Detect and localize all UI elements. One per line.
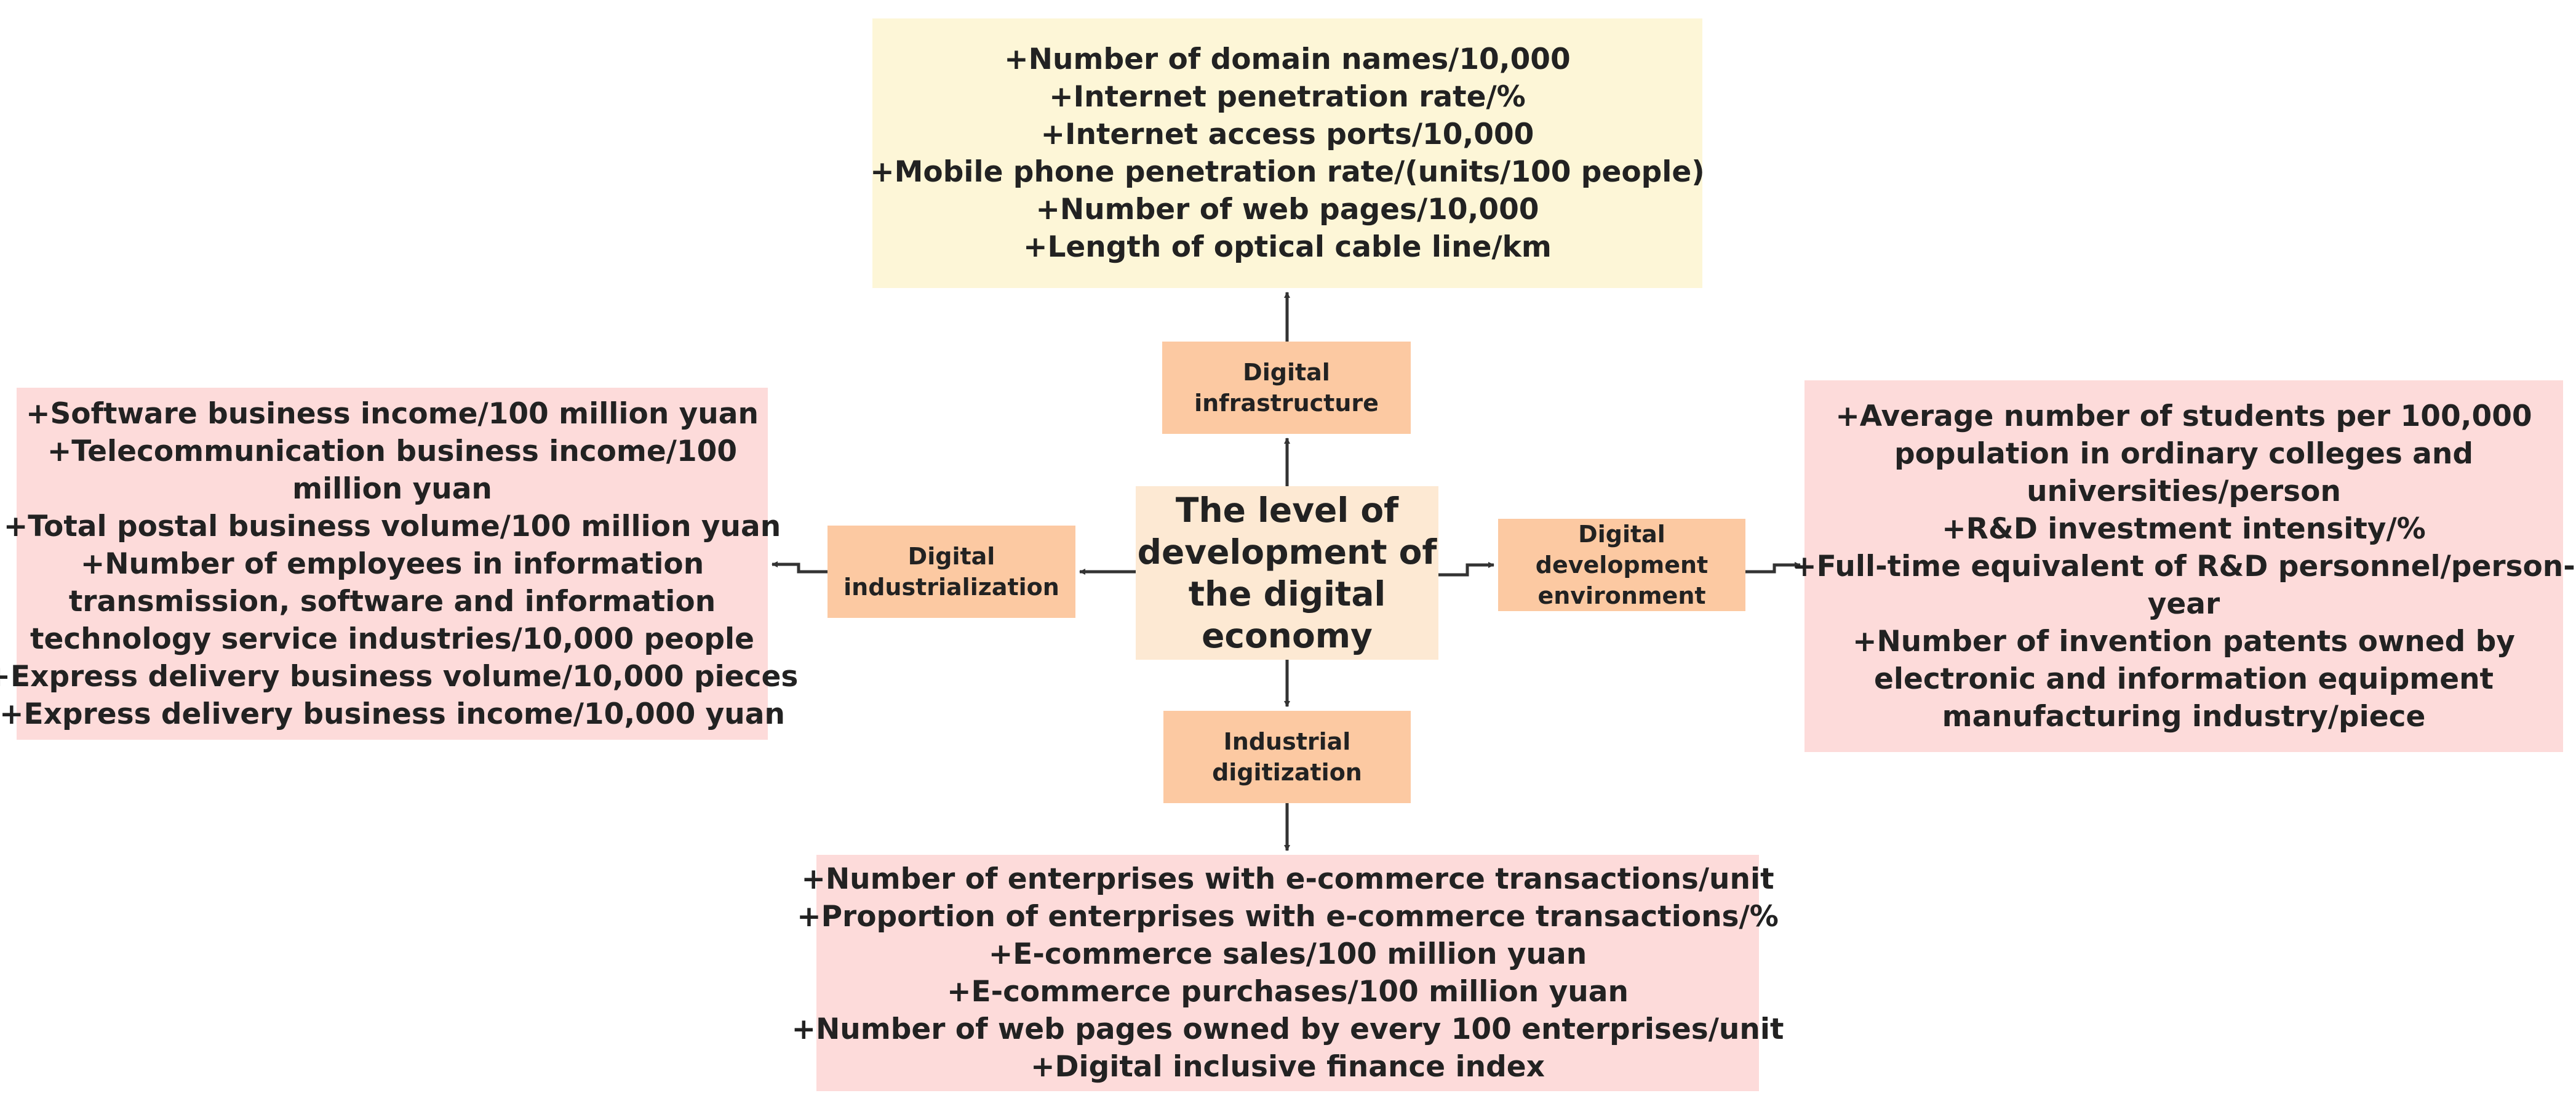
dimension-label-line: Industrial	[1223, 728, 1351, 755]
indicator-line: +Full-time equivalent of R&D personnel/p…	[1792, 549, 2575, 583]
indicator-line: +Internet penetration rate/%	[1049, 80, 1526, 114]
indicator-line: +Internet access ports/10,000	[1040, 118, 1534, 151]
indicator-line: million yuan	[292, 471, 492, 506]
indicator-line: universities/person	[2027, 474, 2341, 508]
dimension-label-line: industrialization	[843, 574, 1059, 601]
center-label-line: economy	[1202, 616, 1373, 655]
indicator-line: +Number of enterprises with e-commerce t…	[801, 862, 1774, 896]
indicator-line: manufacturing industry/piece	[1942, 699, 2426, 734]
indicator-line: +Total postal business volume/100 millio…	[3, 509, 781, 543]
arrow-center-to-environment	[1438, 562, 1494, 577]
center-label-line: The level of	[1175, 490, 1399, 530]
infrastructure-indicators-box: +Number of domain names/10,000 +Internet…	[870, 18, 1705, 288]
center-label-line: development of	[1137, 532, 1437, 572]
dimension-label-line: infrastructure	[1194, 390, 1379, 417]
indicator-line: +Telecommunication business income/100	[47, 434, 738, 468]
indicator-line: population in ordinary colleges and	[1894, 436, 2473, 471]
indicator-line: +Number of invention patents owned by	[1852, 624, 2515, 659]
indicator-line: +E-commerce sales/100 million yuan	[988, 937, 1587, 971]
industrialization-indicators-box: +Software business income/100 million yu…	[0, 388, 798, 740]
dimension-label-line: Digital	[1243, 359, 1330, 386]
dimension-label-line: development	[1535, 551, 1709, 579]
indicator-line: transmission, software and information	[68, 584, 716, 619]
digital-economy-level-node: The level of development of the digital …	[1136, 486, 1438, 660]
indicator-line: electronic and information equipment	[1873, 662, 2494, 696]
indicator-line: +Number of web pages/10,000	[1035, 193, 1539, 226]
indicator-line: +Software business income/100 million yu…	[26, 396, 759, 431]
environment-indicators-box: +Average number of students per 100,000 …	[1792, 380, 2575, 752]
dimension-label-line: Digital	[1578, 521, 1665, 548]
indicator-line: technology service industries/10,000 peo…	[30, 622, 754, 656]
dimension-label-line: environment	[1537, 582, 1706, 609]
digital-industrialization-node: Digital industrialization	[827, 526, 1075, 618]
indicator-line: year	[2147, 587, 2220, 621]
indicator-line: +E-commerce purchases/100 million yuan	[947, 975, 1629, 1009]
digitization-indicators-box: +Number of enterprises with e-commerce t…	[792, 855, 1784, 1091]
center-label-line: the digital	[1188, 574, 1386, 614]
indicator-line: +Express delivery business volume/10,000…	[0, 659, 799, 694]
indicator-line: +Average number of students per 100,000	[1835, 399, 2532, 433]
arrow-environment-to-indicators	[1745, 562, 1801, 574]
industrial-digitization-node: Industrial digitization	[1163, 711, 1411, 803]
indicator-line: +Mobile phone penetration rate/(units/10…	[870, 155, 1705, 189]
indicator-line: +R&D investment intensity/%	[1942, 511, 2426, 546]
dimension-label-line: Digital	[907, 543, 995, 570]
digital-development-environment-node: Digital development environment	[1498, 519, 1745, 611]
digital-infrastructure-node: Digital infrastructure	[1162, 342, 1411, 434]
indicator-line: +Length of optical cable line/km	[1023, 230, 1552, 264]
indicator-line: +Number of employees in information	[80, 546, 704, 581]
indicator-line: +Proportion of enterprises with e-commer…	[797, 900, 1779, 934]
indicator-line: +Number of web pages owned by every 100 …	[791, 1012, 1784, 1046]
indicator-line: +Express delivery business income/10,000…	[0, 697, 785, 731]
indicator-line: +Number of domain names/10,000	[1004, 42, 1571, 76]
arrow-industrialization-to-indicators	[772, 561, 827, 574]
dimension-label-line: digitization	[1212, 759, 1362, 786]
indicator-line: +Digital inclusive finance index	[1031, 1050, 1545, 1084]
